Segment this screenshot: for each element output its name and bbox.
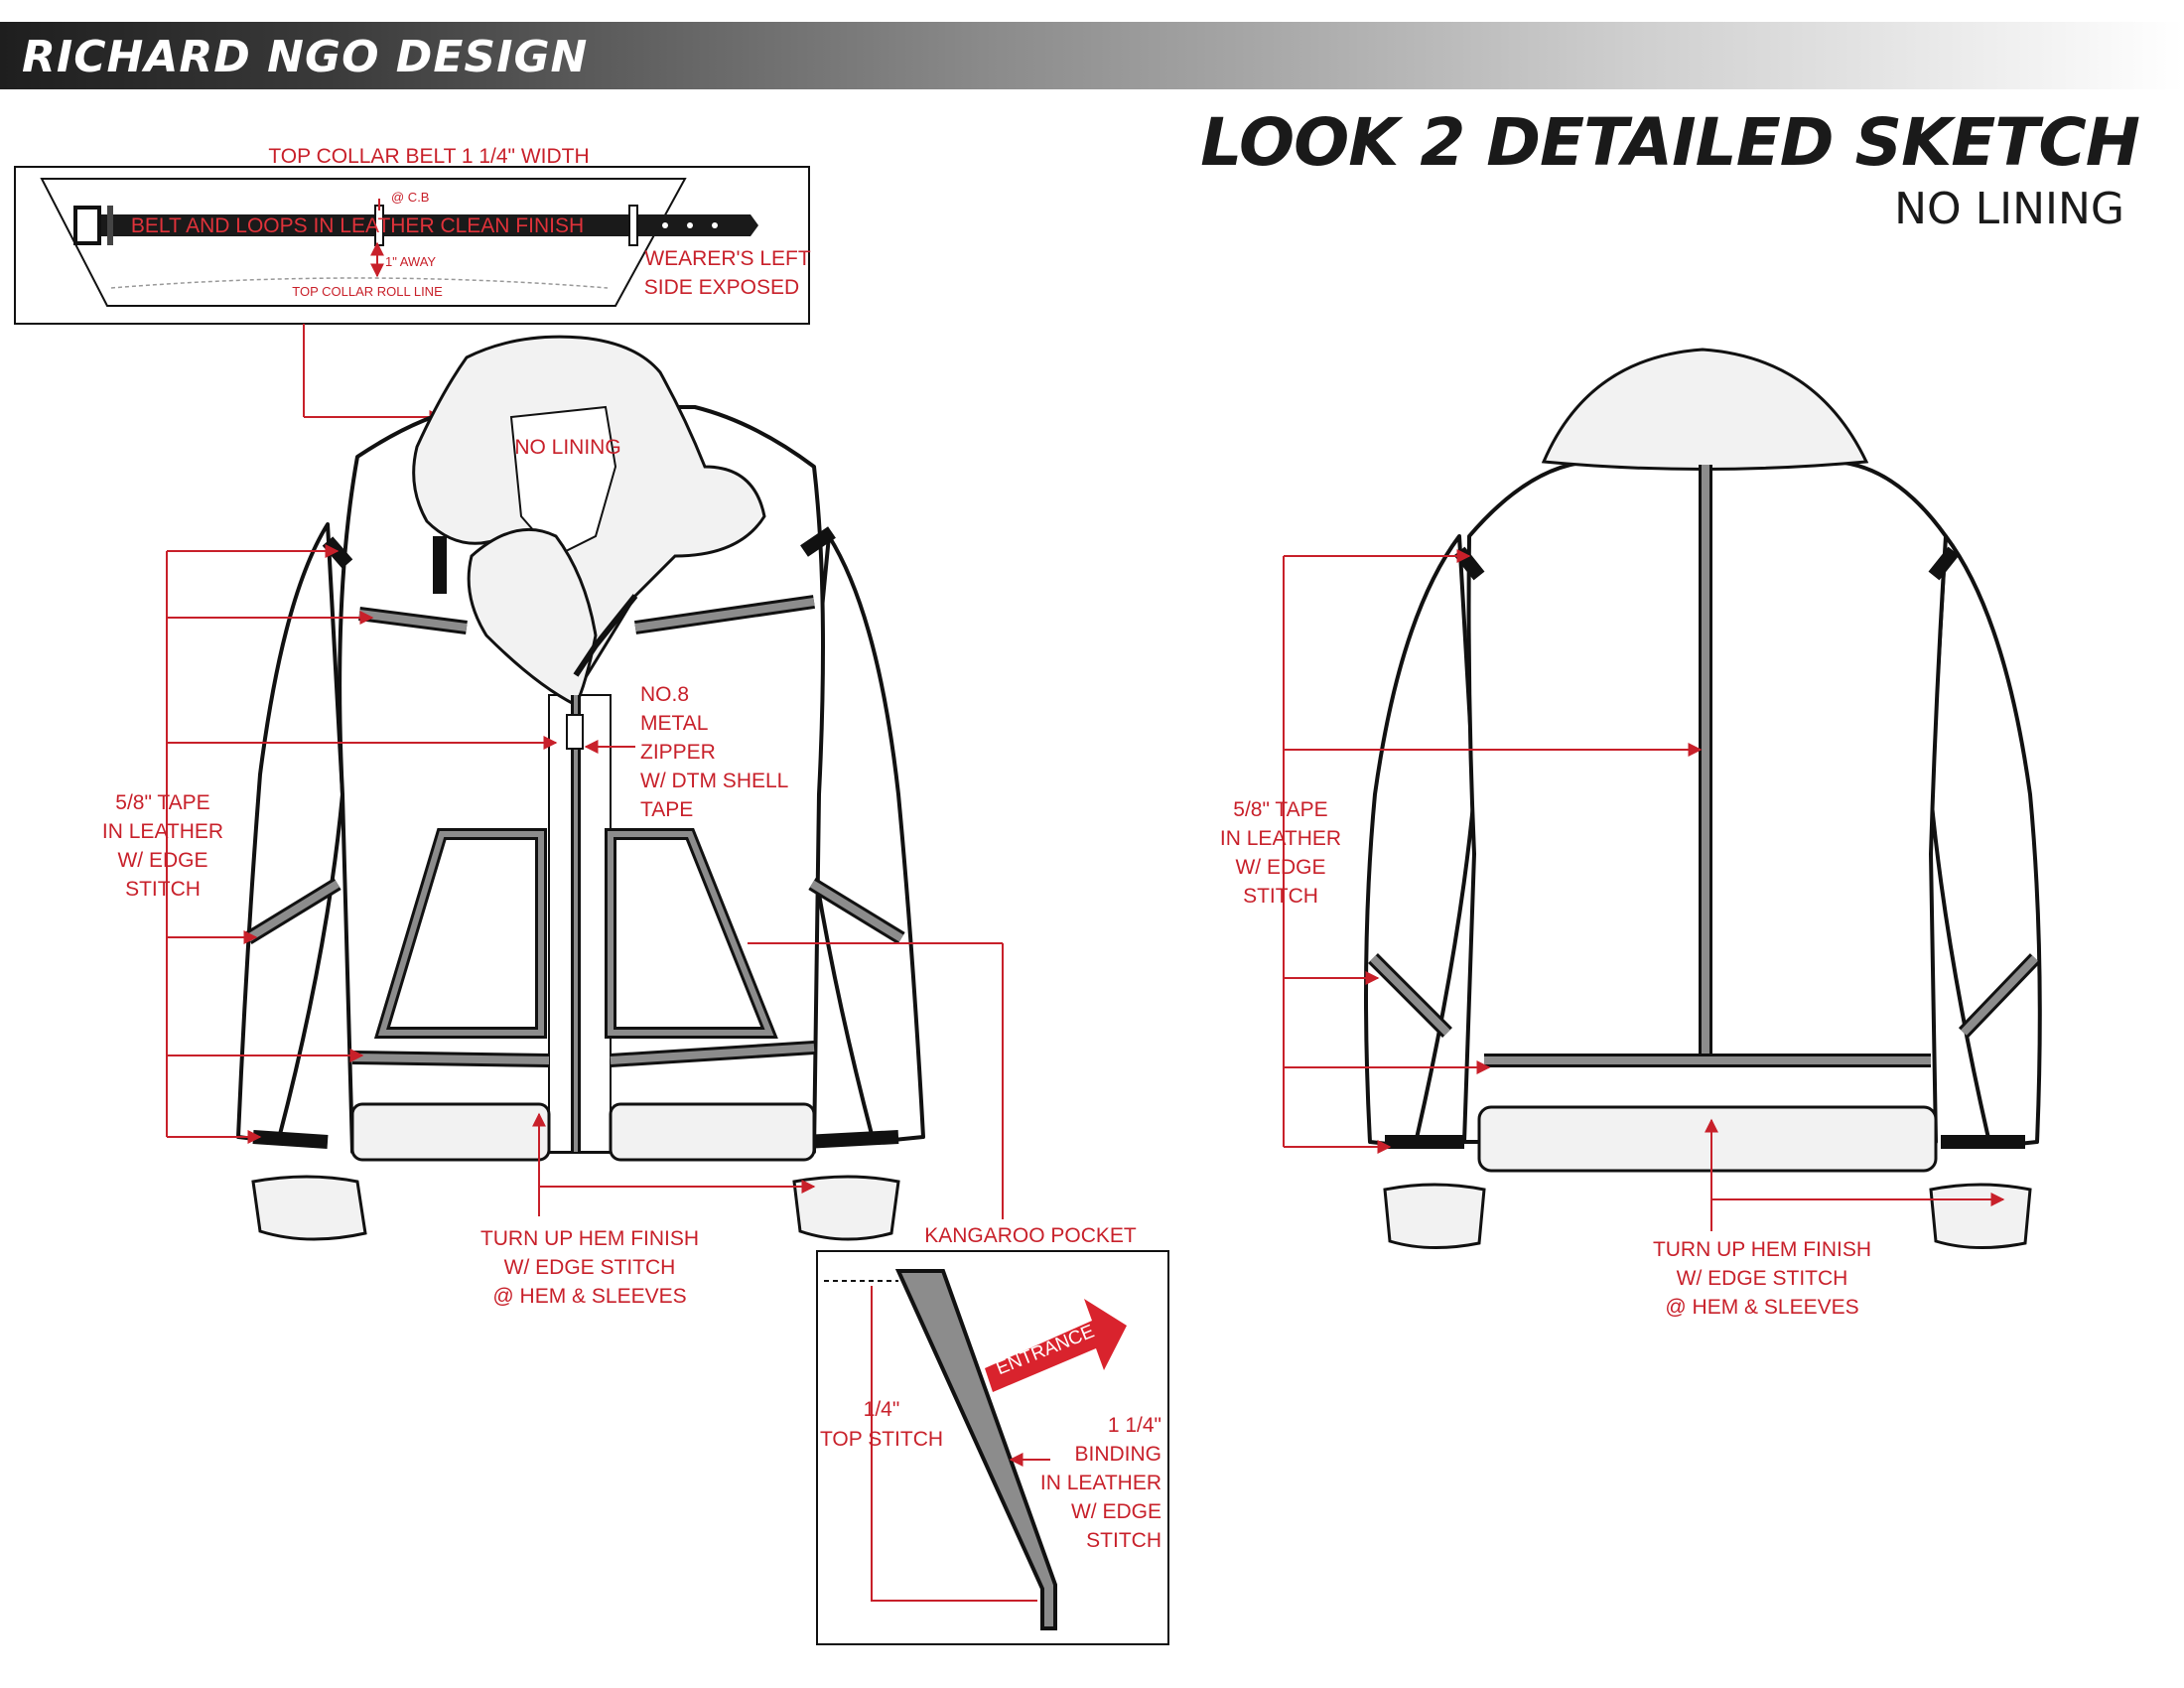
belt-text: BELT AND LOOPS IN LEATHER CLEAN FINISH bbox=[131, 214, 584, 237]
back-jacket bbox=[1364, 348, 2042, 1249]
front-tape-note-2: IN LEATHER bbox=[102, 820, 223, 843]
page-title: LOOK 2 DETAILED SKETCH bbox=[1200, 104, 2140, 181]
topstitch-note-2: TOP STITCH bbox=[820, 1428, 943, 1451]
back-tape-note-1: 5/8" TAPE bbox=[1233, 798, 1327, 821]
front-hem-note-2: W/ EDGE STITCH bbox=[504, 1256, 676, 1279]
front-hem-callout: TURN UP HEM FINISH W/ EDGE STITCH @ HEM … bbox=[480, 1112, 816, 1308]
back-collar bbox=[1541, 348, 1869, 471]
belt-cb-note: @ C.B bbox=[391, 190, 429, 205]
side-note-2: SIDE EXPOSED bbox=[644, 276, 799, 299]
back-right-sleeve bbox=[1929, 534, 2042, 1149]
page-subtitle: NO LINING bbox=[1894, 184, 2124, 234]
belt-away-note: 1" AWAY bbox=[385, 254, 436, 269]
binding-note-2: BINDING bbox=[1074, 1443, 1161, 1466]
belt-detail-box: TOP COLLAR BELT 1 1/4" WIDTH @ C.B BELT … bbox=[14, 145, 811, 424]
pocket-heading: KANGAROO POCKET bbox=[924, 1224, 1137, 1247]
belt-heading: TOP COLLAR BELT 1 1/4" WIDTH bbox=[268, 145, 589, 168]
belt-buckle bbox=[73, 206, 101, 245]
front-tape-note-1: 5/8" TAPE bbox=[115, 791, 209, 814]
belt-strap bbox=[99, 214, 751, 236]
front-hem-note-1: TURN UP HEM FINISH bbox=[480, 1227, 699, 1250]
zipper-callout: NO.8 METAL ZIPPER W/ DTM SHELL TAPE bbox=[584, 683, 788, 821]
back-hem-note-1: TURN UP HEM FINISH bbox=[1653, 1238, 1871, 1261]
back-left-sleeve bbox=[1364, 534, 1476, 1149]
back-hem-callout: TURN UP HEM FINISH W/ EDGE STITCH @ HEM … bbox=[1653, 1118, 2005, 1319]
front-tape-note-4: STITCH bbox=[125, 878, 201, 901]
binding-note-3: IN LEATHER bbox=[1040, 1472, 1161, 1494]
front-jacket bbox=[236, 335, 925, 1241]
back-tape-callout: 5/8" TAPE IN LEATHER W/ EDGE STITCH bbox=[1220, 549, 1703, 1154]
front-hem-note-3: @ HEM & SLEEVES bbox=[492, 1285, 686, 1308]
back-hem-note-3: @ HEM & SLEEVES bbox=[1665, 1296, 1858, 1319]
zipper-note-3: ZIPPER bbox=[640, 741, 716, 764]
front-no-lining: NO LINING bbox=[514, 436, 620, 459]
zipper-note-1: NO.8 bbox=[640, 683, 689, 706]
back-hem-note-2: W/ EDGE STITCH bbox=[1677, 1267, 1848, 1290]
pocket-callout-line bbox=[748, 942, 1004, 1219]
binding-note-4: W/ EDGE bbox=[1071, 1500, 1161, 1523]
binding-note-5: STITCH bbox=[1086, 1529, 1161, 1552]
front-tape-note-3: W/ EDGE bbox=[117, 849, 207, 872]
zipper-note-5: TAPE bbox=[640, 798, 693, 821]
binding-note-1: 1 1/4" bbox=[1108, 1414, 1161, 1437]
back-tape-note-2: IN LEATHER bbox=[1220, 827, 1341, 850]
brand-name: RICHARD NGO DESIGN bbox=[22, 32, 589, 82]
header-bar bbox=[0, 22, 2184, 89]
front-tape-callout: 5/8" TAPE IN LEATHER W/ EDGE STITCH bbox=[102, 544, 558, 1144]
side-note-1: WEARER'S LEFT bbox=[644, 247, 811, 270]
back-tape-note-3: W/ EDGE bbox=[1235, 856, 1325, 879]
pocket-binding bbox=[894, 1269, 1057, 1630]
roll-line-label: TOP COLLAR ROLL LINE bbox=[292, 284, 443, 299]
pocket-detail-box: KANGAROO POCKET ENTRANCE 1/4" TOP STITCH… bbox=[816, 1224, 1169, 1645]
back-tape-note-4: STITCH bbox=[1243, 885, 1318, 908]
front-left-sleeve bbox=[236, 522, 344, 1144]
topstitch-note-1: 1/4" bbox=[864, 1398, 900, 1421]
zipper-note-2: METAL bbox=[640, 712, 708, 735]
zipper-note-4: W/ DTM SHELL bbox=[640, 770, 788, 792]
